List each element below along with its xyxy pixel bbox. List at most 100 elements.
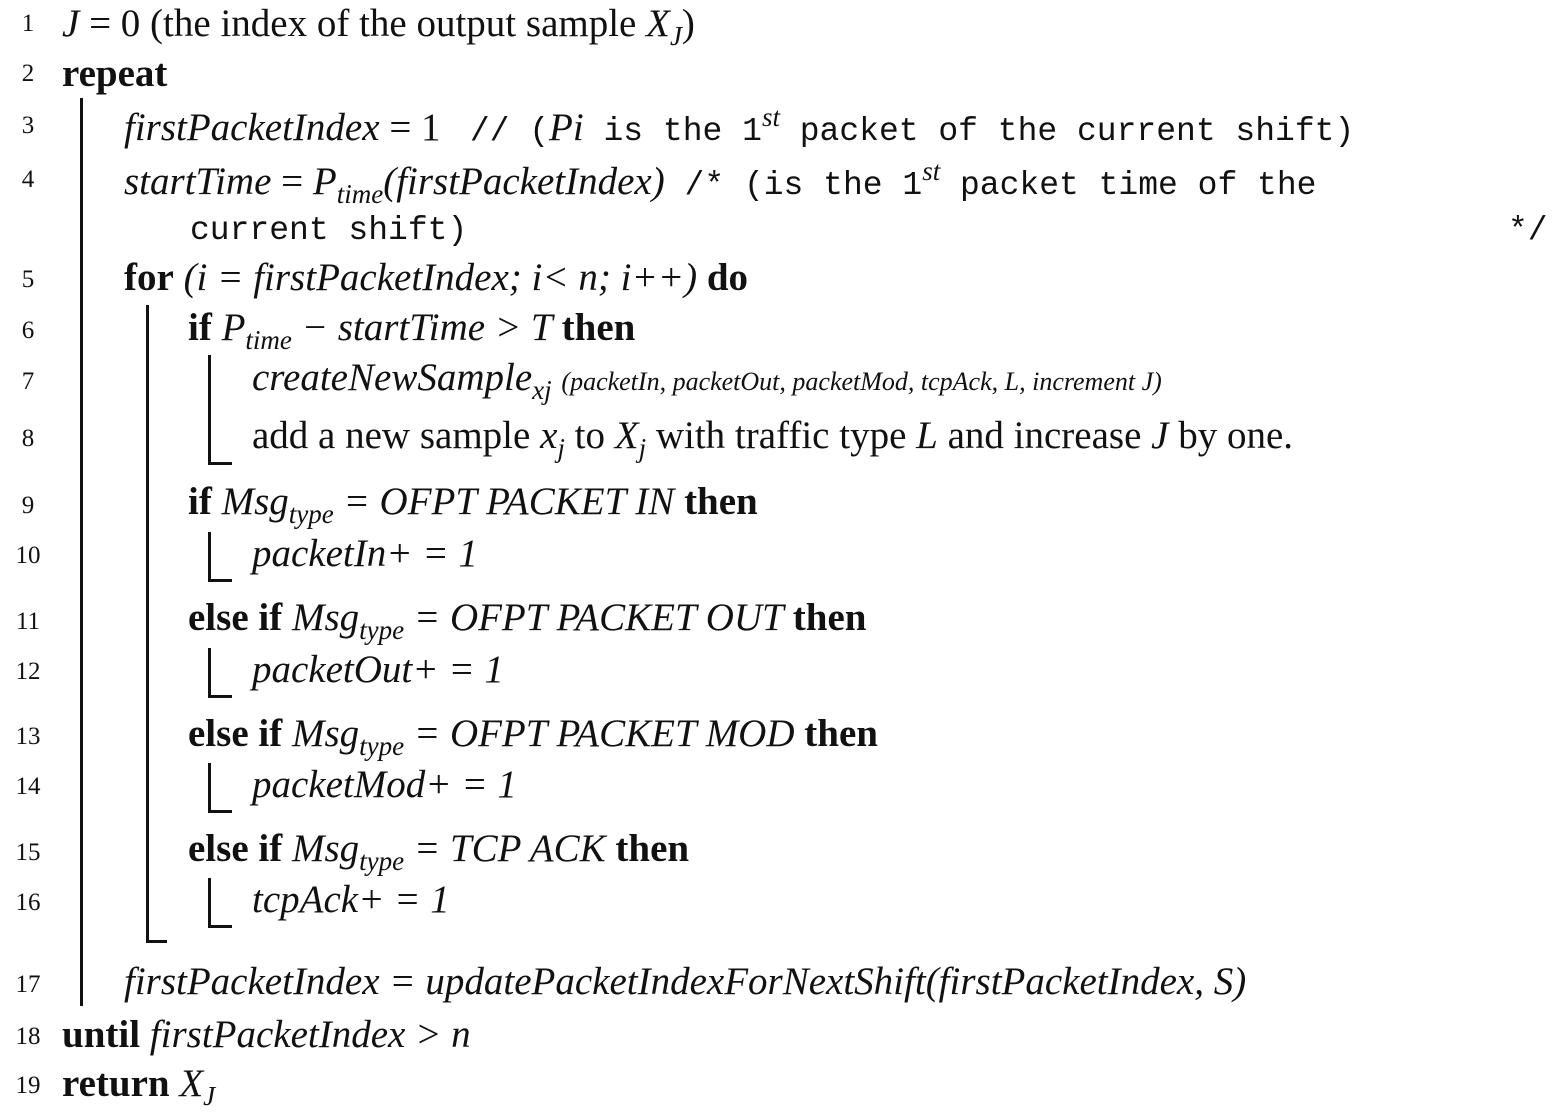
line-number: 19 [15, 1072, 41, 1099]
line-12: packetOut+ = 1 [252, 648, 504, 691]
keyword-then: then [561, 306, 636, 349]
line-1: J = 0 (the index of the output sample XJ… [62, 4, 695, 50]
line-17: firstPacketIndex = updatePacketIndexForN… [124, 960, 1247, 1003]
subscript: type [359, 614, 405, 645]
line-number: 1 [21, 10, 35, 37]
subscript: j [557, 432, 565, 463]
if-block-bar-12 [208, 648, 211, 698]
var-x: x [540, 414, 558, 457]
condition: = OFPT PACKET MOD [404, 712, 805, 755]
line-4-continued: current shift) [190, 212, 468, 249]
var-Msg: Msg [211, 480, 289, 523]
if-block-end-14 [208, 810, 232, 813]
condition: − startTime > T [291, 306, 562, 349]
line-number: 17 [15, 971, 41, 998]
line-text: with traffic type [646, 414, 917, 457]
comment: packet of the current shift) [779, 113, 1355, 150]
condition: = OFPT PACKET OUT [404, 596, 793, 639]
line-13-else-if: else if Msgtype = OFPT PACKET MOD then [188, 714, 878, 760]
comment: is the 1 [583, 113, 762, 150]
keyword-return: return [62, 1062, 170, 1105]
comment: // ( [469, 113, 550, 150]
assignment: = [271, 160, 313, 203]
line-11-else-if: else if Msgtype = OFPT PACKET OUT then [188, 598, 866, 644]
line-number: 11 [15, 608, 41, 635]
if-block-bar-10 [208, 532, 211, 582]
comment-end: */ [1508, 212, 1548, 249]
keyword-else-if: else if [188, 596, 283, 639]
keyword-for: for [124, 256, 174, 299]
fn-P: P [312, 160, 337, 203]
line-number: 7 [21, 368, 35, 395]
line-number: 14 [15, 773, 41, 800]
subscript: type [359, 845, 405, 876]
line-16: tcpAck+ = 1 [252, 878, 450, 921]
var-X: X [169, 1062, 204, 1105]
var-Msg: Msg [282, 596, 360, 639]
fn-args: (firstPacketIndex) [383, 160, 665, 203]
line-15-else-if: else if Msgtype = TCP ACK then [188, 829, 689, 875]
condition: firstPacketIndex > n [140, 1013, 471, 1056]
line-number: 18 [15, 1023, 41, 1050]
line-text: by one. [1168, 414, 1294, 457]
keyword-then: then [792, 596, 867, 639]
line-7: createNewSamplexj (packetIn, packetOut, … [252, 358, 1162, 404]
subscript: J [669, 20, 682, 51]
var-startTime: startTime [124, 160, 272, 203]
comment: packet time of the [940, 167, 1317, 204]
fn-P: P [211, 306, 246, 349]
if-block-bar-16 [208, 878, 211, 928]
line-number: 13 [15, 723, 41, 750]
loop-header: (i = firstPacketIndex; i< n; i++) [173, 256, 707, 299]
if-block-end-16 [208, 925, 232, 928]
keyword-until: until [62, 1013, 141, 1056]
keyword-then: then [804, 712, 878, 755]
if-block-end-12 [208, 695, 232, 698]
line-text: and increase [937, 414, 1152, 457]
fn-args: (packetIn, packetOut, packetMod, tcpAck,… [561, 367, 1162, 396]
line-text: to [564, 414, 615, 457]
keyword-if: if [188, 480, 212, 523]
comment: /* (is the 1 [664, 167, 923, 204]
keyword-then: then [615, 827, 690, 870]
line-number: 12 [15, 658, 41, 685]
line-number: 16 [15, 889, 41, 916]
line-8: add a new sample xj to Xj with traffic t… [252, 416, 1293, 462]
keyword-do: do [706, 256, 749, 299]
line-number: 8 [21, 425, 35, 452]
keyword-if: if [188, 306, 212, 349]
var-Msg: Msg [282, 712, 360, 755]
if-block-end-10 [208, 579, 232, 582]
line-2-repeat: repeat [62, 52, 168, 95]
for-block-bar [146, 305, 149, 943]
line-number: 3 [21, 112, 35, 139]
superscript: st [761, 102, 780, 132]
line-text: add a new sample [252, 414, 541, 457]
var-L: L [916, 414, 938, 457]
subscript: time [336, 178, 384, 209]
subscript: j [638, 432, 647, 463]
repeat-block-bar [80, 98, 83, 1006]
line-text: ) [681, 2, 695, 45]
line-number: 4 [21, 166, 35, 193]
keyword-else-if: else if [188, 712, 283, 755]
for-block-end [146, 940, 167, 943]
line-10: packetIn+ = 1 [252, 532, 478, 575]
line-number: 15 [15, 839, 41, 866]
line-number: 5 [21, 266, 35, 293]
if-block-end [208, 462, 232, 465]
comment-var: Pi [549, 106, 584, 149]
line-number: 10 [15, 542, 41, 569]
subscript: type [359, 730, 405, 761]
var-J: J [1151, 414, 1169, 457]
line-number: 9 [21, 492, 35, 519]
line-19-return: return XJ [62, 1064, 215, 1110]
keyword-else-if: else if [188, 827, 283, 870]
line-14: packetMod+ = 1 [252, 763, 517, 806]
var-X: X [646, 2, 670, 45]
var-X: X [614, 414, 639, 457]
subscript: J [203, 1080, 216, 1111]
keyword-then: then [684, 480, 758, 523]
line-6-if: if Ptime − startTime > T then [188, 308, 635, 354]
